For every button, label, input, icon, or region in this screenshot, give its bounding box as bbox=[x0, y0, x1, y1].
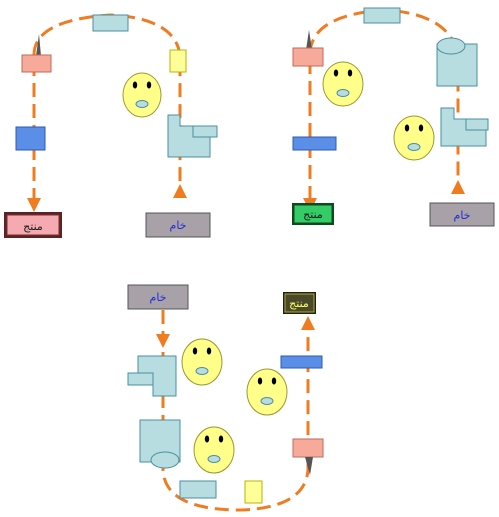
pink-station bbox=[21, 54, 52, 73]
blue-station bbox=[292, 136, 337, 151]
worker-face-icon bbox=[246, 368, 288, 416]
diagram-2: منتج خام bbox=[292, 7, 495, 227]
pink-station bbox=[292, 47, 324, 67]
arrow-head-up bbox=[451, 180, 465, 194]
l-station-part bbox=[465, 118, 489, 131]
raw-box: خام bbox=[145, 212, 211, 238]
flow-path bbox=[161, 310, 310, 512]
bottom-station bbox=[179, 480, 217, 499]
raw-label: خام bbox=[170, 219, 187, 232]
blue-station bbox=[15, 126, 46, 151]
product-label: منتج bbox=[303, 208, 323, 221]
worker-face-icon bbox=[393, 115, 435, 161]
diagram-1: منتج خام bbox=[4, 13, 218, 238]
arrow-head-up bbox=[173, 184, 187, 198]
spike bbox=[36, 34, 41, 56]
raw-box: خام bbox=[429, 202, 495, 227]
product-box: منتج bbox=[292, 203, 334, 225]
arrow-head-down bbox=[27, 198, 41, 212]
arrow-head-up bbox=[301, 316, 315, 330]
raw-label: خام bbox=[150, 291, 167, 304]
worker-face-icon bbox=[122, 72, 162, 118]
raw-box: خام bbox=[127, 284, 189, 310]
worker-face-icon bbox=[181, 338, 223, 386]
flow-path bbox=[308, 8, 460, 200]
yellow-station bbox=[169, 49, 187, 73]
product-label: منتج bbox=[289, 297, 309, 310]
tank-station bbox=[436, 37, 478, 87]
spike bbox=[305, 457, 313, 475]
tank-station bbox=[139, 419, 181, 469]
blue-station bbox=[280, 355, 323, 369]
pink-station bbox=[292, 438, 324, 458]
product-box: منتج bbox=[283, 292, 316, 314]
raw-label: خام bbox=[454, 209, 471, 222]
spike bbox=[306, 30, 312, 50]
top-station bbox=[363, 7, 401, 24]
arrow-head-down bbox=[156, 334, 170, 348]
top-station bbox=[92, 14, 129, 32]
product-box: منتج bbox=[4, 212, 62, 238]
diagram-3: خام منتج bbox=[127, 284, 324, 512]
worker-face-icon bbox=[322, 61, 364, 107]
flow-path bbox=[32, 13, 182, 202]
product-label: منتج bbox=[23, 220, 43, 233]
l-station-part bbox=[192, 125, 218, 138]
l-station-part bbox=[127, 372, 154, 386]
yellow-station bbox=[244, 480, 263, 504]
worker-face-icon bbox=[193, 426, 235, 474]
